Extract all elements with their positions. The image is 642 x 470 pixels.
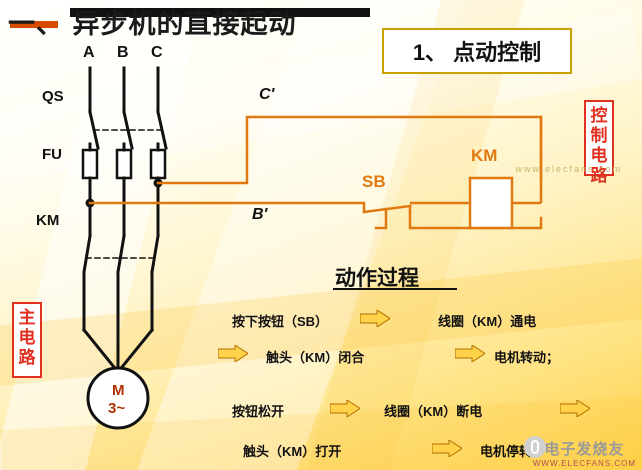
action-process-underline — [333, 288, 457, 290]
action-process-heading: 动作过程 — [335, 267, 419, 290]
action-row-3-mid: 线圈（KM）断电 — [384, 404, 483, 419]
arrow-icon-6 — [432, 440, 462, 457]
control-circuit-text: 控制电路 — [590, 106, 608, 185]
action-row-1-mid: 线圈（KM）通电 — [438, 314, 537, 329]
km-main-label: KM — [36, 212, 60, 229]
action-row-3-left: 按钮松开 — [232, 404, 285, 419]
b-prime-label: B' — [252, 206, 268, 223]
action-row-1-left: 按下按钮（SB） — [232, 314, 329, 329]
arrow-icon-5 — [560, 400, 590, 417]
fu-label: FU — [42, 146, 62, 163]
arrow-icon-4 — [330, 400, 360, 417]
phase-b-label: B — [117, 44, 129, 61]
motor-m-label: M — [112, 382, 125, 399]
action-row-2-right: 电机转动； — [494, 350, 560, 365]
arrow-icon-1 — [360, 310, 390, 327]
main-circuit-label: 主电路 — [12, 302, 42, 378]
watermark-site-url: WWW.ELECFANS.COM — [532, 459, 636, 468]
title-dash — [10, 21, 58, 28]
sb-label: SB — [362, 172, 386, 191]
title-underline-bar — [70, 8, 370, 17]
motor-phase-label: 3~ — [108, 400, 126, 417]
watermark: 电子发烧友 WWW.ELECFANS.COM — [533, 438, 636, 468]
action-row-2-mid: 触头（KM）闭合 — [266, 350, 365, 365]
section-one-label: 1、 点动控制 — [412, 40, 542, 65]
section-one-box: 1、 点动控制 — [382, 28, 572, 74]
phase-a-label: A — [83, 44, 95, 61]
watermark-logo-icon — [524, 436, 546, 458]
faint-watermark: www.elecfans.com — [515, 164, 622, 174]
c-prime-label: C' — [259, 86, 275, 103]
arrow-icon-3 — [455, 345, 485, 362]
km-coil-label: KM — [471, 146, 498, 165]
phase-c-label: C — [151, 44, 163, 61]
action-row-4-mid: 触头（KM）打开 — [243, 444, 342, 459]
control-circuit-label: 控制电路 — [584, 100, 614, 185]
motor-symbol — [86, 366, 150, 430]
page-title: 一、 异步机的直接起动 — [8, 9, 297, 39]
watermark-site-name: 电子发烧友 — [544, 441, 625, 458]
qs-label: QS — [42, 88, 64, 105]
arrow-icon-2 — [218, 345, 248, 362]
main-circuit-text: 主电路 — [18, 308, 36, 367]
km-coil-symbol — [468, 176, 514, 230]
